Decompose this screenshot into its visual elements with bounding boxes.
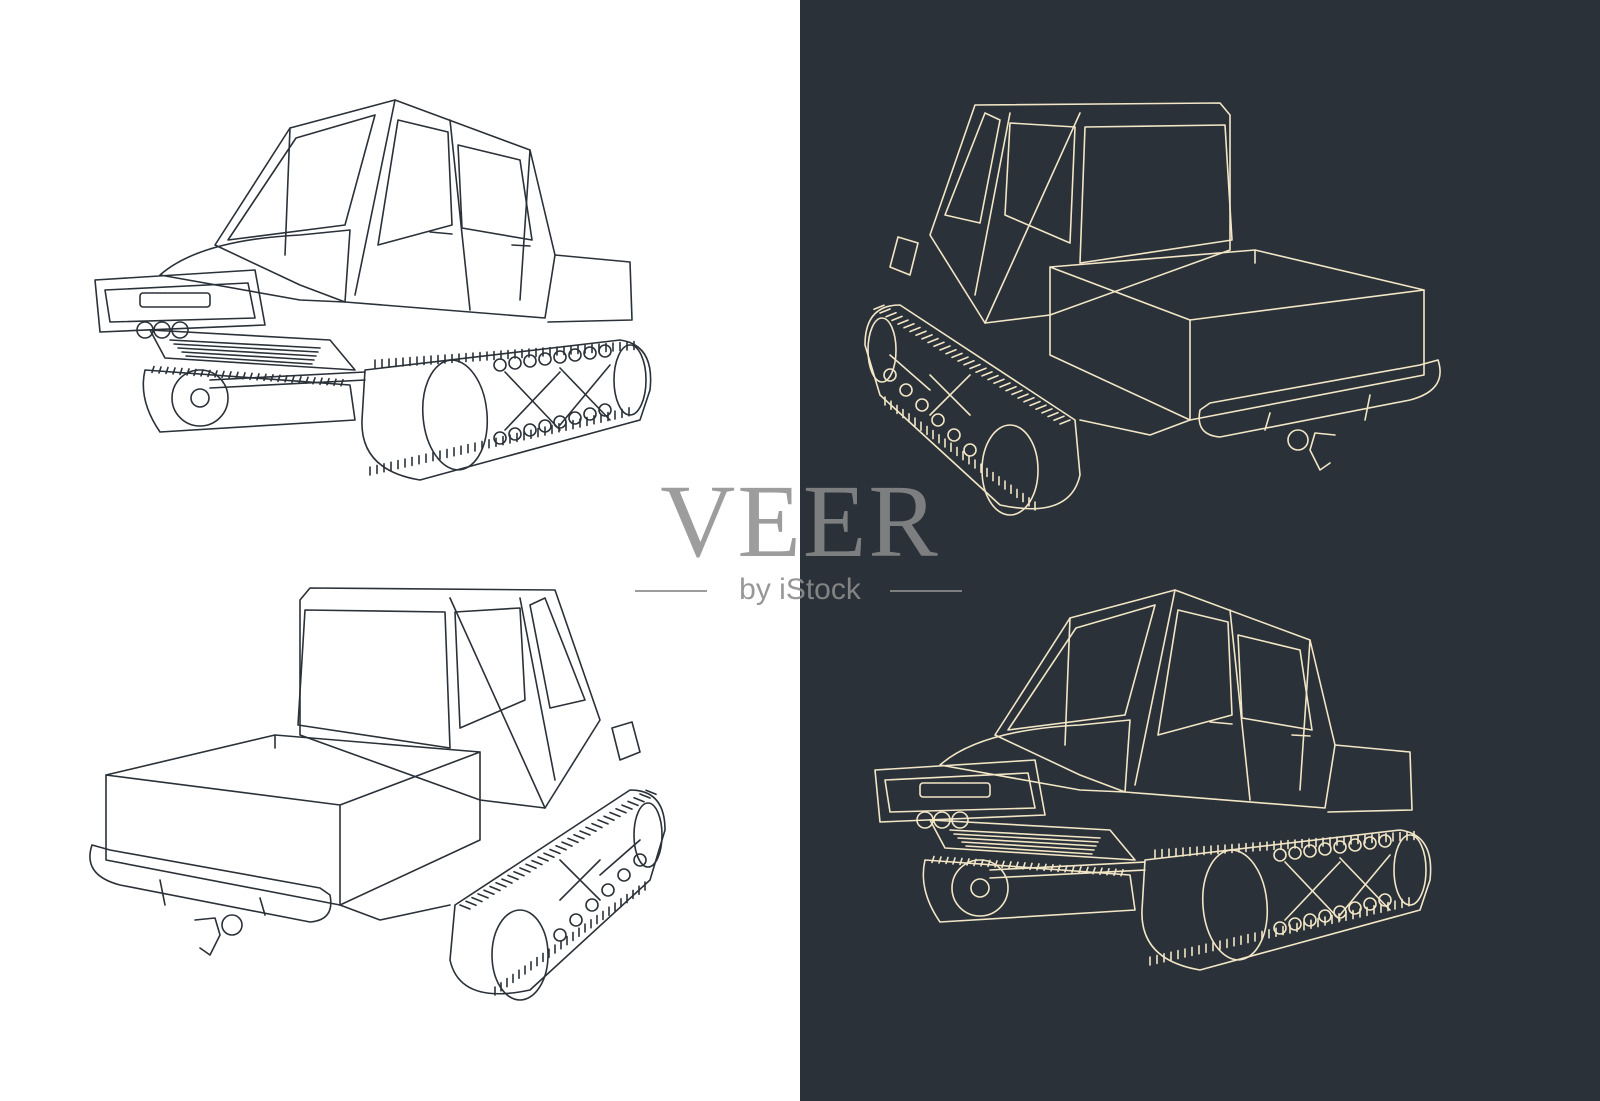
front-left-view-light	[94, 99, 652, 481]
rear-view-light	[89, 587, 666, 1001]
light-panel	[0, 0, 800, 1101]
front-left-view-dark	[874, 589, 1432, 971]
rear-view-dark	[864, 102, 1441, 516]
dark-panel	[800, 0, 1600, 1101]
